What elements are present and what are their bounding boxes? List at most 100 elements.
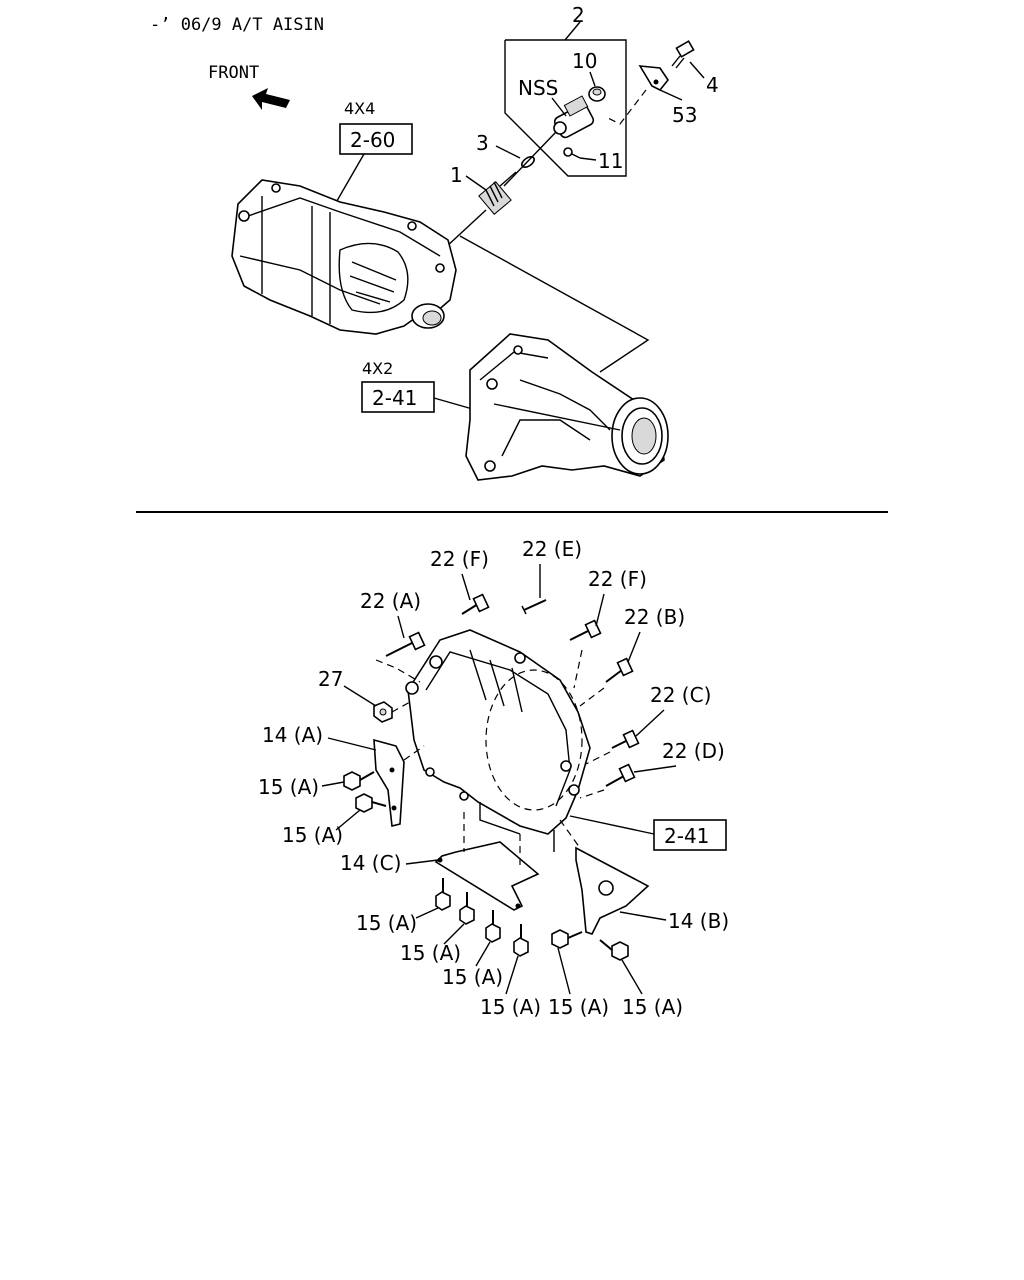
ref-2-60: 2-60: [350, 128, 395, 152]
variant-4x4: 4X4: [344, 99, 375, 118]
leader-22c: [635, 709, 665, 737]
bolt-22a: [385, 631, 426, 657]
stud-22e: [521, 599, 547, 615]
bolt-22d: [605, 763, 636, 787]
bolt-4: [671, 40, 695, 69]
callout-22f-left: 22 (F): [430, 547, 489, 571]
header-text: -’ 06/9 A/T AISIN: [150, 15, 324, 35]
ref-box-2-60: [339, 123, 413, 155]
nss-group-box: [504, 39, 627, 177]
callout-22a: 22 (A): [360, 589, 421, 613]
callout-14c: 14 (C): [340, 851, 401, 875]
callout-11: 11: [598, 149, 623, 173]
callout-1: 1: [450, 163, 463, 187]
bolt-15a-4: [459, 892, 475, 925]
bolt-22f-left: [461, 593, 490, 615]
callout-15a-6: 15 (A): [480, 995, 541, 1019]
leader-15a-4: [443, 923, 465, 945]
bolt-22f-right: [569, 619, 602, 641]
leader-14c: [405, 859, 439, 865]
callout-22d: 22 (D): [662, 739, 725, 763]
dashed-53: [607, 89, 647, 125]
callout-15a-2: 15 (A): [282, 823, 343, 847]
bolt-22c: [611, 729, 640, 749]
leader-11: [579, 157, 597, 161]
leader-14a: [327, 737, 377, 751]
leader-22f-right: [595, 593, 605, 627]
bolt-15a-1: [343, 771, 375, 791]
ref-2-41-top: 2-41: [372, 386, 417, 410]
leader-22b: [627, 631, 641, 663]
gear-1: [478, 171, 517, 215]
bolt-15a-2: [355, 793, 387, 813]
callout-14a: 14 (A): [262, 723, 323, 747]
callout-2: 2: [572, 3, 585, 27]
leader-27: [343, 685, 377, 707]
bolt-15a-8: [599, 939, 629, 961]
dashed-22d: [579, 789, 605, 799]
callout-15a-5: 15 (A): [442, 965, 503, 989]
dashed-22b: [579, 687, 605, 707]
bracket-14c: [434, 841, 540, 911]
dashed-27: [391, 701, 411, 713]
callout-4: 4: [706, 73, 719, 97]
front-arrow: [252, 88, 290, 110]
front-label: FRONT: [208, 63, 259, 83]
callout-10: 10: [572, 49, 597, 73]
callout-27: 27: [318, 667, 343, 691]
callout-22b: 22 (B): [624, 605, 685, 629]
extension-housing-4x2: [465, 333, 669, 481]
bolt-15a-3: [435, 878, 451, 911]
bracket-14b: [575, 846, 650, 935]
ref-box-2-41-top: [361, 381, 435, 413]
leader-15a-2: [335, 809, 361, 831]
bolt-15a-6: [513, 924, 529, 957]
plug-10: [588, 86, 606, 102]
callout-15a-1: 15 (A): [258, 775, 319, 799]
callout-14b: 14 (B): [668, 909, 729, 933]
variant-4x2: 4X2: [362, 359, 393, 378]
callout-15a-8: 15 (A): [622, 995, 683, 1019]
leader-22a: [397, 615, 405, 639]
callout-22f-right: 22 (F): [588, 567, 647, 591]
dashed-22f: [573, 649, 583, 689]
leader-10: [589, 71, 596, 87]
nss-switch: [553, 95, 595, 139]
leader-15a-1: [321, 781, 345, 787]
leader-15a-7: [557, 947, 571, 995]
callout-3: 3: [476, 131, 489, 155]
transfer-case-4x4: [231, 179, 457, 335]
leader-4: [689, 61, 705, 79]
leader-15a-5: [475, 941, 491, 967]
callout-22e: 22 (E): [522, 537, 582, 561]
leader-53: [659, 89, 683, 101]
leader-14b: [619, 911, 667, 921]
callout-22c: 22 (C): [650, 683, 711, 707]
dashed-14a: [403, 745, 425, 761]
leader-2: [564, 21, 581, 41]
callout-15a-7: 15 (A): [548, 995, 609, 1019]
bracket-53: [638, 65, 669, 92]
leader-3: [495, 145, 521, 159]
ref-2-41-bottom: 2-41: [664, 824, 709, 848]
ref-box-2-41-bottom: [653, 819, 727, 851]
leader-22f-left: [461, 573, 471, 601]
leader-22d: [633, 765, 677, 773]
bracket-14a: [373, 738, 405, 827]
leader-1: [465, 175, 487, 191]
converter-housing: [405, 629, 591, 835]
dashed-22c: [585, 751, 611, 765]
nut-27: [373, 701, 393, 723]
leader-15a-3: [415, 907, 439, 919]
callout-15a-3: 15 (A): [356, 911, 417, 935]
shaft-axis: [503, 131, 557, 187]
callout-nss: NSS: [518, 76, 558, 100]
bolt-22b: [605, 657, 634, 683]
bolt-15a-7: [551, 929, 583, 949]
callout-15a-4: 15 (A): [400, 941, 461, 965]
callout-53: 53: [672, 103, 697, 127]
dashed-14b: [559, 819, 581, 849]
leader-15a-8: [621, 959, 643, 995]
leader-2-41-top: [433, 397, 477, 411]
